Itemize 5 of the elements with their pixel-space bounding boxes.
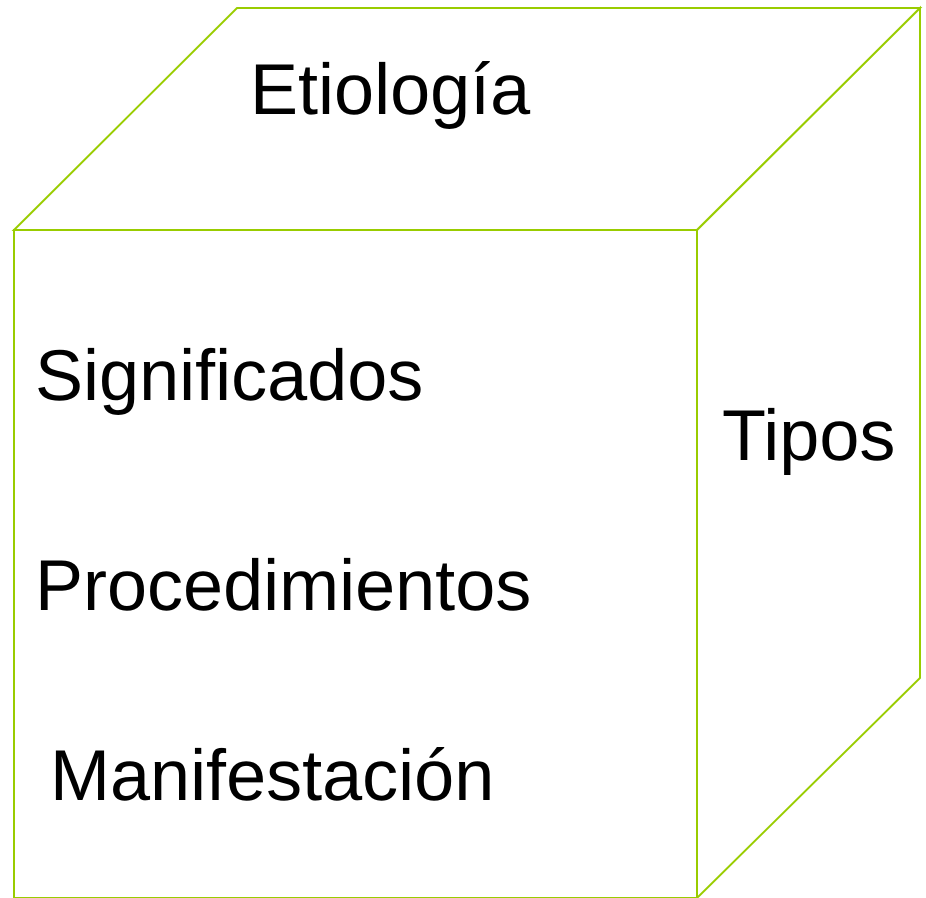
cube-front-face (14, 230, 697, 898)
face-label: Procedimientos (35, 550, 532, 622)
cube-top-face (14, 8, 920, 230)
cube-side-face (697, 8, 920, 898)
face-label: Manifestación (50, 740, 494, 812)
